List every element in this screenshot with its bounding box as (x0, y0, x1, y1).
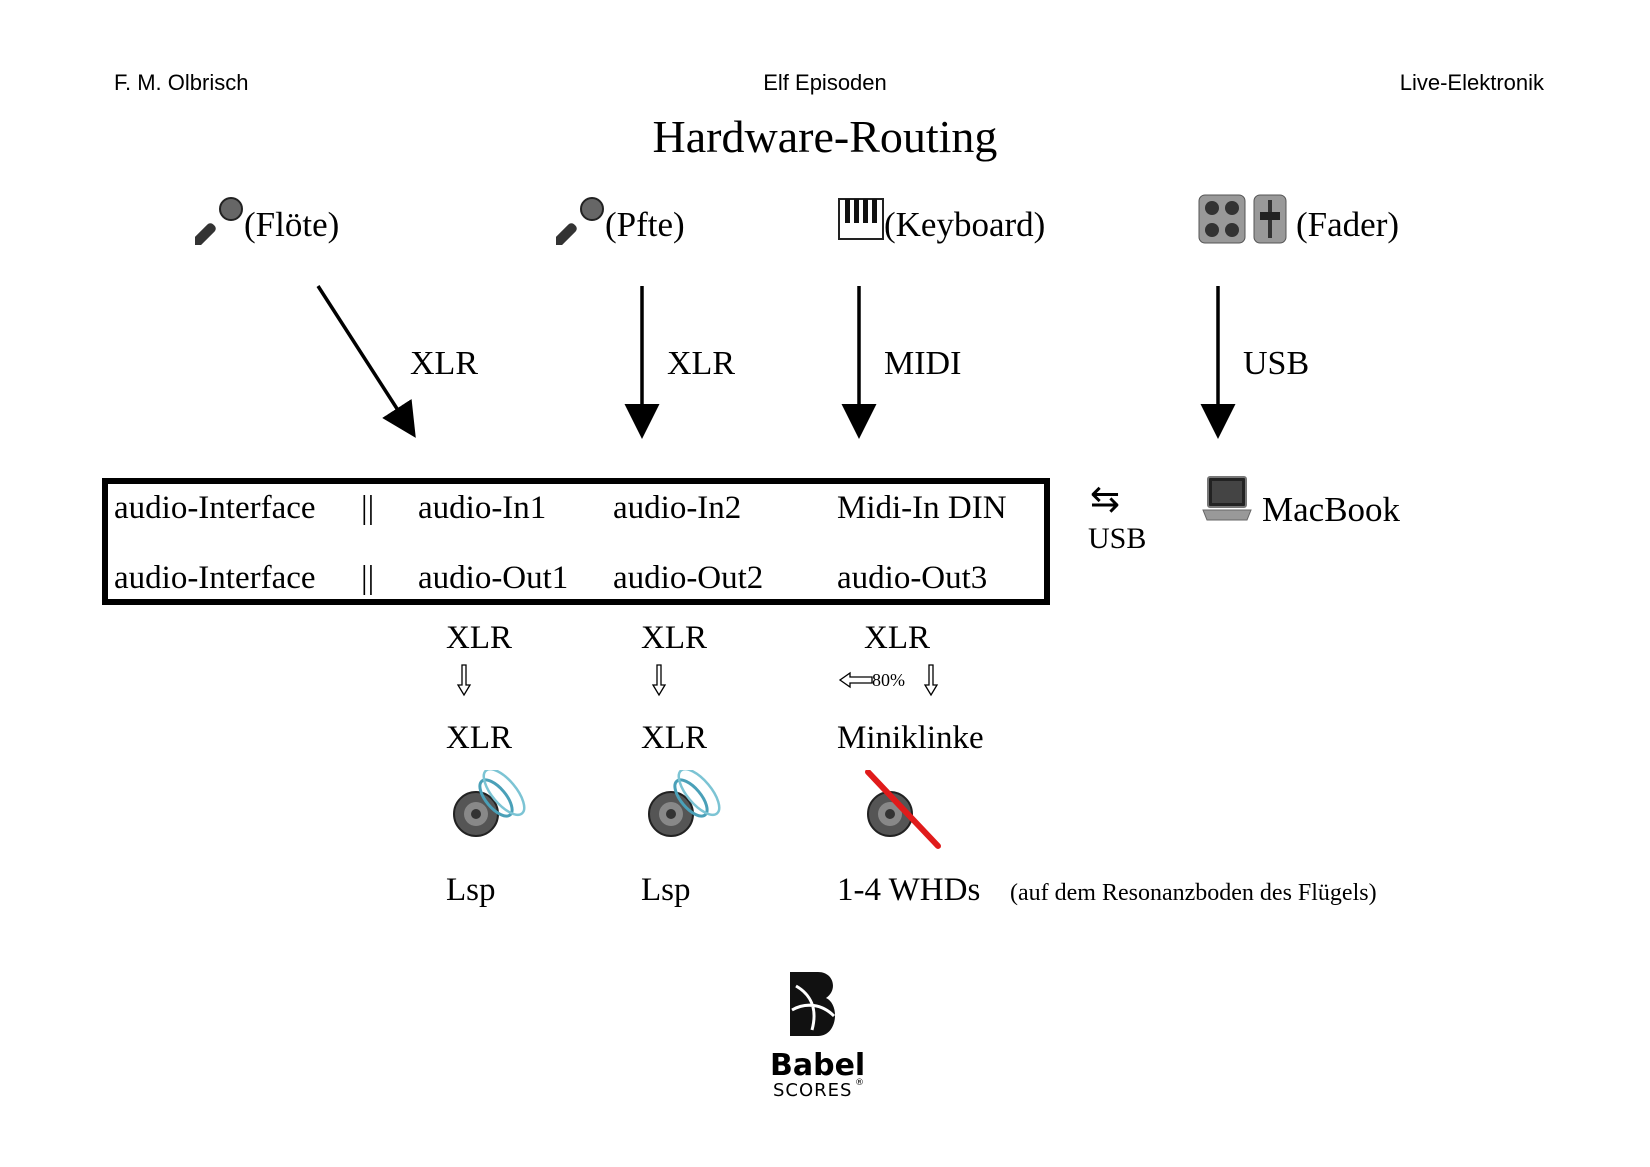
arrow-flute (316, 285, 416, 438)
cable-label-flute: XLR (410, 345, 478, 382)
section-label: Live-Elektronik (1399, 70, 1544, 95)
microphone-icon (556, 197, 604, 245)
audio-in2: audio-In2 (613, 490, 742, 526)
interface-name: audio-Interface (114, 560, 316, 596)
out3-connector: Miniklinke (837, 720, 984, 756)
babel-scores-logo-icon (790, 972, 836, 1036)
bidirectional-arrow-icon: ⇆ (1090, 478, 1121, 519)
audio-in1: audio-In1 (418, 490, 547, 526)
level-80-label: 80% (872, 670, 905, 690)
out2-cable: XLR (641, 620, 707, 656)
logo-registered-mark: ® (855, 1078, 864, 1088)
interface-name: audio-Interface (114, 490, 316, 526)
hollow-arrow-out3 (923, 664, 939, 697)
fader-controller-icon (1198, 194, 1287, 244)
page-title: Hardware-Routing (652, 111, 998, 162)
microphone-icon (195, 197, 243, 245)
out1-cable: XLR (446, 620, 512, 656)
logo-scores: SCORES (773, 1080, 853, 1101)
work-title: Elf Episoden (763, 70, 887, 95)
macbook-label: MacBook (1262, 490, 1401, 529)
target-lsp-2: Lsp (641, 872, 691, 908)
logo-babel: Babel (770, 1048, 866, 1083)
hollow-arrow-out1 (456, 664, 472, 697)
composer-name: F. M. Olbrisch (114, 70, 249, 95)
out2-connector: XLR (641, 720, 707, 756)
cable-label-piano: XLR (667, 345, 735, 382)
cable-label-fader: USB (1243, 345, 1310, 382)
audio-out1: audio-Out1 (418, 560, 569, 596)
audio-interface-box (102, 478, 1050, 605)
piano-keyboard-icon (838, 198, 884, 240)
source-keyboard: (Keyboard) (884, 205, 1046, 244)
speaker-icon (453, 770, 526, 837)
target-whds-note: (auf dem Resonanzboden des Flügels) (1010, 880, 1377, 906)
cable-label-keyboard: MIDI (884, 345, 962, 382)
target-whds: 1-4 WHDs (837, 872, 981, 908)
speaker-muted-icon (865, 770, 941, 849)
source-flute: (Flöte) (244, 205, 340, 244)
out1-connector: XLR (446, 720, 512, 756)
audio-out3: audio-Out3 (837, 560, 988, 596)
out3-cable: XLR (864, 620, 930, 656)
interface-separator: || (361, 560, 375, 596)
audio-out2: audio-Out2 (613, 560, 764, 596)
midi-in-din: Midi-In DIN (837, 490, 1007, 526)
interface-separator: || (361, 490, 375, 526)
hollow-arrow-out2 (651, 664, 667, 697)
speaker-icon (648, 770, 721, 837)
hollow-arrow-left (838, 671, 873, 689)
source-fader: (Fader) (1296, 205, 1400, 244)
usb-link-label: USB (1088, 522, 1147, 555)
target-lsp-1: Lsp (446, 872, 496, 908)
laptop-icon (1202, 476, 1252, 521)
source-piano: (Pfte) (605, 205, 685, 244)
